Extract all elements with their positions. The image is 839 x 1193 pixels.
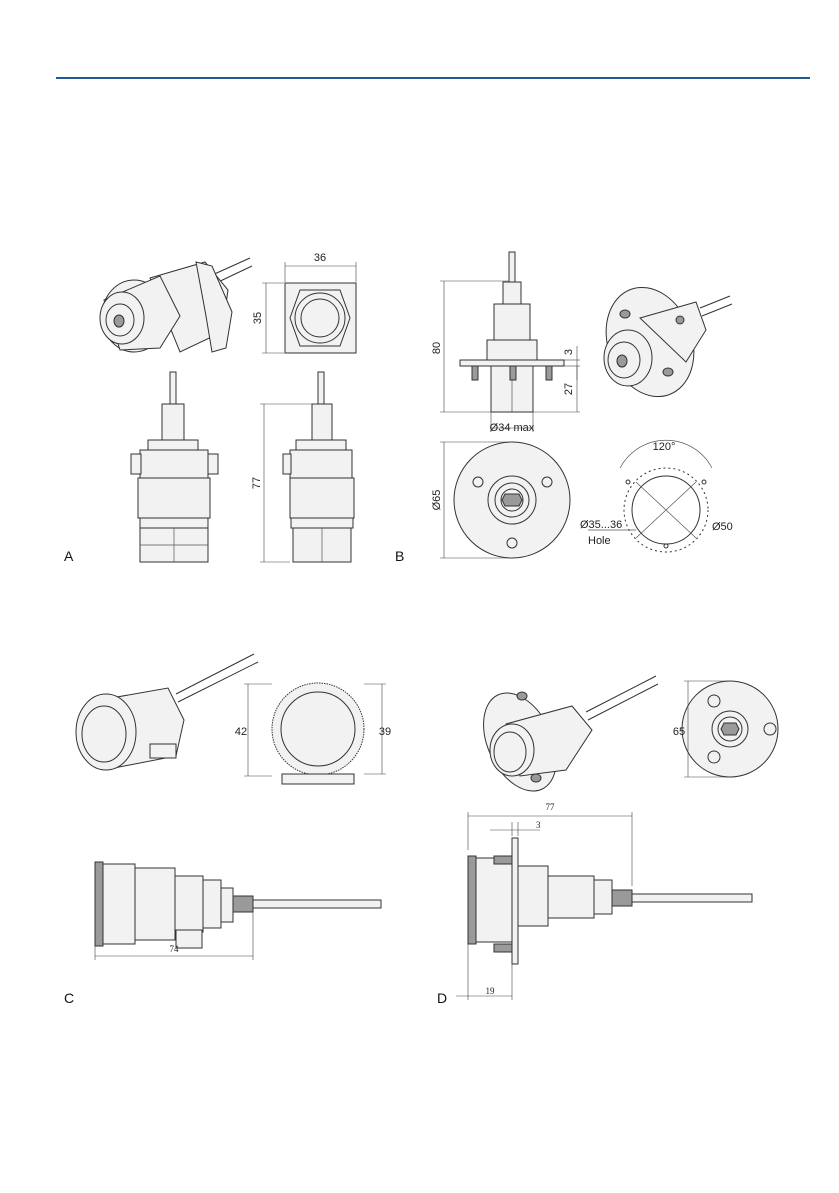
panel-d-front-dim: 19 <box>486 986 496 996</box>
panel-a: 36 35 <box>64 252 356 564</box>
panel-c-isometric-view <box>76 654 258 770</box>
panel-d-flange-dim: 3 <box>536 820 541 830</box>
panel-b-bore-dim: Ø34 max <box>490 422 535 434</box>
panel-a-isometric-view <box>100 258 252 352</box>
panel-b-side-view: 80 3 27 Ø34 max <box>431 252 580 434</box>
panel-b: 80 3 27 Ø34 max <box>395 252 733 564</box>
panel-d-overall-dim: 77 <box>546 802 556 812</box>
panel-d-label: D <box>437 990 447 1006</box>
panel-b-overall-dim: 80 <box>431 342 443 354</box>
panel-a-height-dim: 35 <box>252 312 264 324</box>
panel-c-label: C <box>64 990 74 1006</box>
panel-a-profile-view: 77 <box>251 372 354 562</box>
panel-b-plate-dim: Ø65 <box>431 490 443 511</box>
panel-c-outer-dim: 42 <box>235 726 247 738</box>
panel-a-label: A <box>64 548 74 564</box>
panel-b-isometric-view <box>591 275 732 409</box>
panel-d: 65 77 3 19 D <box>437 676 778 1006</box>
panel-c: 42 39 74 C <box>64 654 391 1006</box>
panel-a-end-view: 36 35 <box>252 252 356 353</box>
panel-c-inner-dim: 39 <box>379 726 391 738</box>
panel-d-side-view: 77 3 19 <box>456 802 752 1000</box>
panel-d-front-view: 65 <box>673 681 778 777</box>
panel-b-front-view: Ø65 <box>431 442 570 558</box>
panel-b-hole-dim: Ø35...36 <box>580 519 622 531</box>
panel-a-width-dim: 36 <box>314 252 326 264</box>
panel-c-side-view: 74 <box>95 862 381 960</box>
panel-a-length-dim: 77 <box>251 477 263 489</box>
panel-d-isometric-view <box>469 676 658 803</box>
panel-b-label: B <box>395 548 404 564</box>
panel-b-flange-dim: 3 <box>563 349 575 355</box>
panel-c-length-dim: 74 <box>170 944 180 954</box>
panel-c-end-view: 42 39 <box>235 683 391 784</box>
panel-b-hole-label: Hole <box>588 535 611 547</box>
panel-a-side-view <box>131 372 218 562</box>
panel-b-hole-pattern: 120° Ø35...36 Hole Ø50 <box>580 440 733 552</box>
panel-b-below-dim: 27 <box>563 383 575 395</box>
panel-d-plate-dim: 65 <box>673 726 685 738</box>
panel-b-angle-dim: 120° <box>653 441 676 453</box>
panel-b-pitch-dim: Ø50 <box>712 521 733 533</box>
